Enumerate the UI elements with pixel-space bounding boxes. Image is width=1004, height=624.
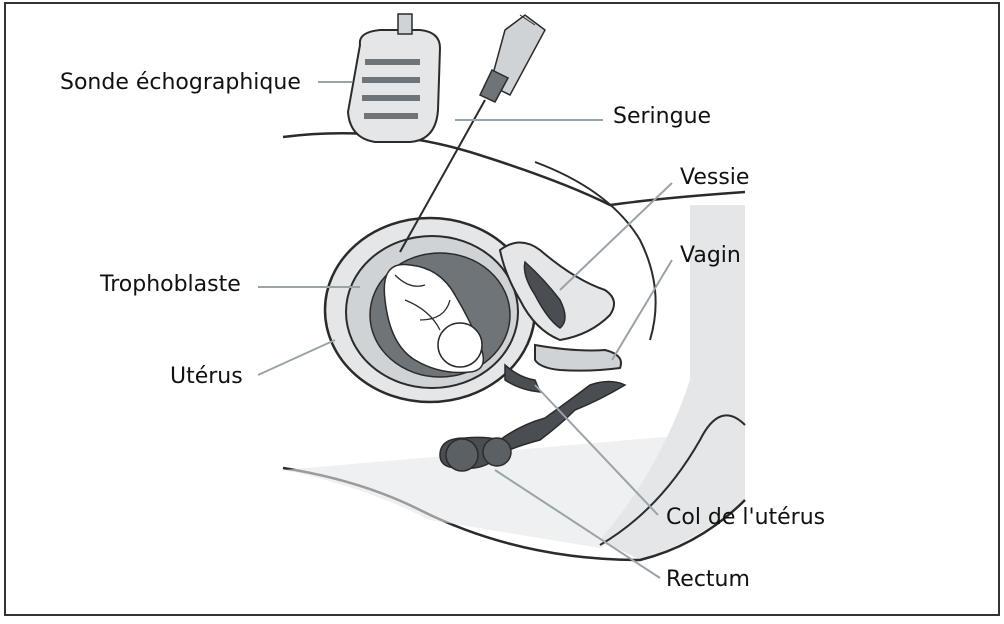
leader-line-rectum [494,469,661,579]
label-probe: Sonde échographique [60,70,301,95]
rectum-bulge [445,438,479,472]
label-syringe: Seringue [613,104,711,129]
inner-abdominal-wall [534,161,657,341]
cervix [504,363,542,393]
vagina [534,343,622,372]
rectum-bulge [482,437,512,467]
perineum-line [599,414,746,546]
label-vagina: Vagin [680,243,741,268]
leader-line-cervix [534,384,659,516]
ultrasound-probe [346,13,442,143]
syringe [399,14,546,253]
diagram-frame [4,2,1000,616]
label-trophoblast: Trophoblaste [99,272,241,297]
leader-line-uterus [257,339,336,376]
lower-body-shade [283,430,745,548]
label-uterus: Utérus [170,364,243,389]
label-rectum: Rectum [666,567,750,592]
leader-line-vagina [611,259,673,361]
leader-line-bladder [559,182,673,291]
fetus [383,263,485,374]
bladder-lumen [523,260,566,329]
abdominal-wall [282,132,746,207]
label-cervix: Col de l'utérus [666,505,825,530]
label-bladder: Vessie [680,165,749,190]
